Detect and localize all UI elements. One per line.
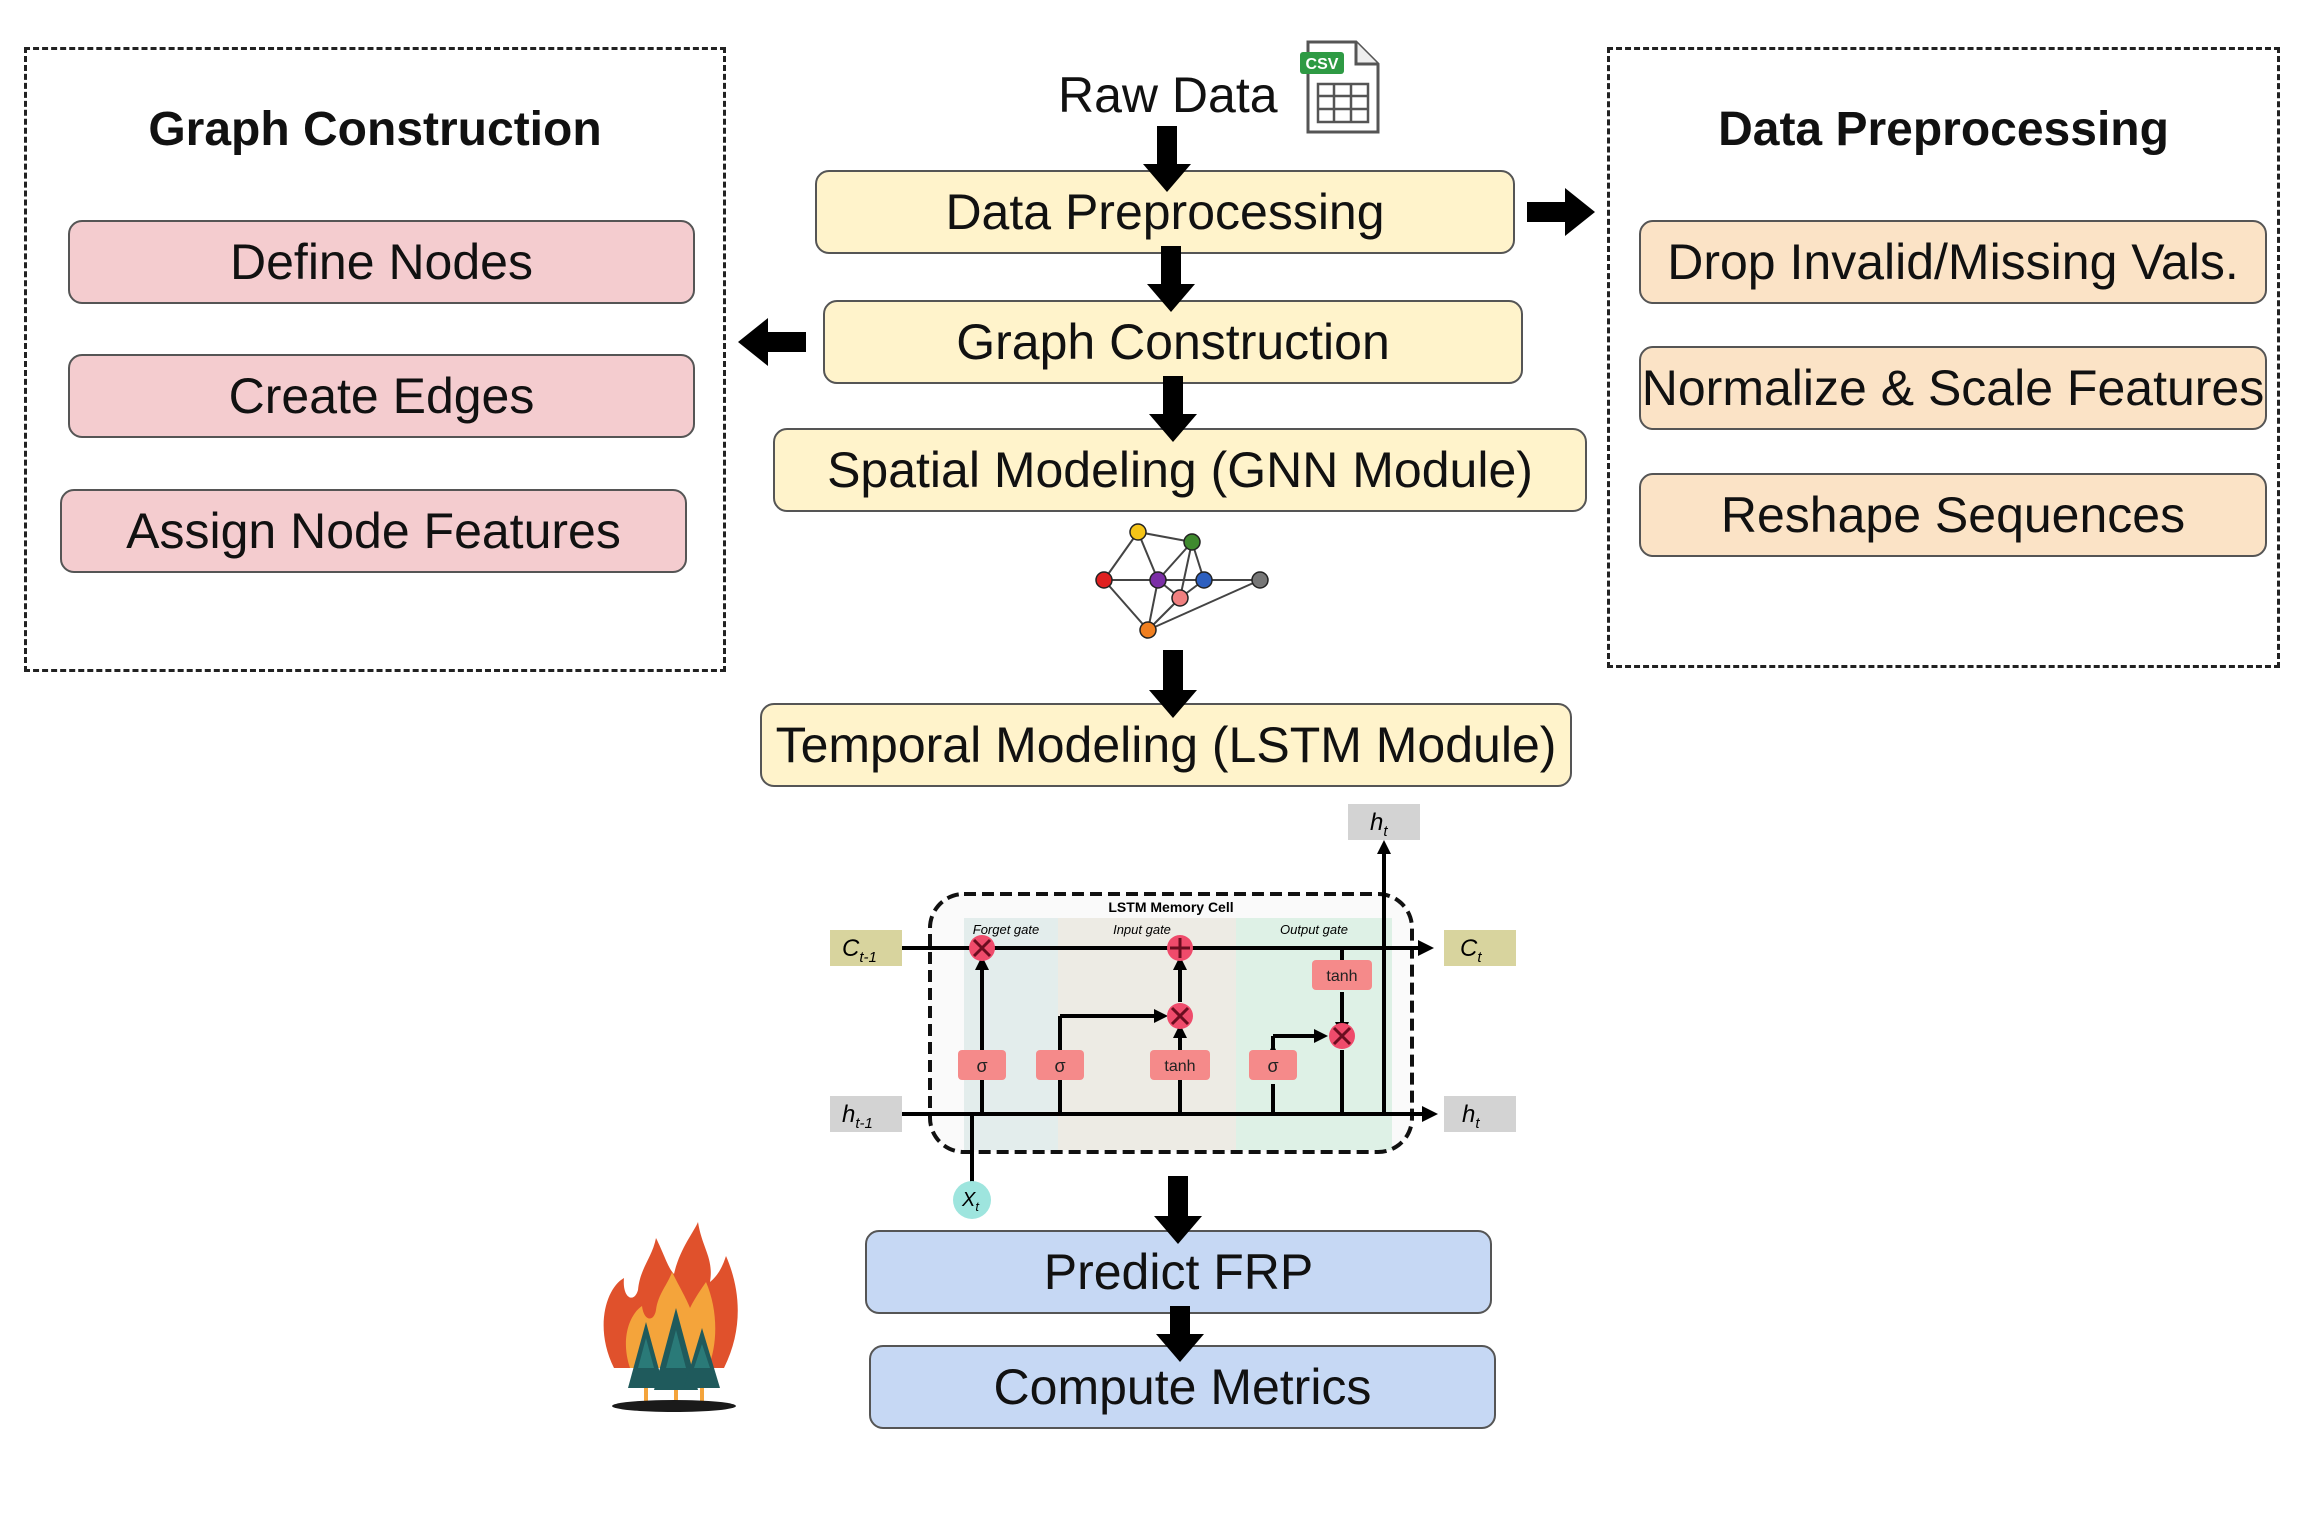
create-edges-box: Create Edges <box>68 354 695 438</box>
gnn-graph-icon <box>1095 523 1269 639</box>
compute-metrics-box: Compute Metrics <box>869 1345 1496 1429</box>
output-gate-label: Output gate <box>1280 922 1348 937</box>
assign-node-features-box: Assign Node Features <box>60 489 687 573</box>
input-multiply-op <box>1167 1003 1193 1029</box>
arrow-right-to-preprocessing-panel <box>1527 188 1595 236</box>
output-sigma-text: σ <box>1267 1056 1278 1076</box>
graph-node-pink <box>1171 589 1189 607</box>
raw-data-label: Raw Data <box>1058 67 1278 123</box>
lstm-cell-diagram: LSTM Memory Cell Forget gate Input gate … <box>830 804 1516 1219</box>
c-prev-label: Ct-1 <box>842 935 877 966</box>
reshape-sequences-box: Reshape Sequences <box>1639 473 2267 557</box>
h-top-label-box <box>1348 804 1420 840</box>
h-top-label: ht <box>1370 809 1388 840</box>
input-tanh-text: tanh <box>1164 1058 1195 1075</box>
csv-badge-text: CSV <box>1306 56 1339 73</box>
h-out-label: ht <box>1462 1101 1480 1132</box>
input-gate-label: Input gate <box>1113 922 1171 937</box>
arrow-left-to-graph-panel <box>738 318 806 366</box>
graph-node-red <box>1095 571 1113 589</box>
graph-node-orange <box>1139 621 1157 639</box>
input-tanh-block <box>1150 1050 1210 1080</box>
h-prev-label: ht-1 <box>842 1101 873 1132</box>
lstm-cell-title: LSTM Memory Cell <box>1108 899 1233 915</box>
input-sigma-text: σ <box>1054 1056 1065 1076</box>
graph-construction-box: Graph Construction <box>823 300 1523 384</box>
drop-invalid-box: Drop Invalid/Missing Vals. <box>1639 220 2267 304</box>
c-next-label-box <box>1444 930 1516 966</box>
forget-sigma-block <box>958 1050 1006 1080</box>
spatial-modeling-box: Spatial Modeling (GNN Module) <box>773 428 1587 512</box>
csv-file-icon: CSV <box>1300 40 1380 134</box>
graph-construction-panel: Graph Construction <box>24 47 726 672</box>
cell-add-op <box>1167 935 1193 961</box>
x-input-label: Xt <box>961 1189 980 1214</box>
graph-node-green <box>1183 533 1201 551</box>
arrow-down-preprocessing-to-graph <box>1147 246 1195 312</box>
input-gate-region <box>1058 918 1236 1150</box>
arrow-down-predict-to-metrics <box>1156 1306 1204 1362</box>
graph-node-blue <box>1195 571 1213 589</box>
temporal-modeling-box: Temporal Modeling (LSTM Module) <box>760 703 1572 787</box>
c-next-label: Ct <box>1460 935 1482 966</box>
h-prev-label-box <box>830 1096 902 1132</box>
arrow-down-gnn-to-temporal <box>1149 650 1197 718</box>
arrow-down-graph-to-spatial <box>1149 376 1197 442</box>
graph-node-purple <box>1149 571 1167 589</box>
wildfire-icon <box>603 1222 738 1412</box>
forget-multiply-op <box>969 935 995 961</box>
forget-sigma-text: σ <box>976 1056 987 1076</box>
data-preprocessing-panel: Data Preprocessing <box>1607 47 2280 668</box>
graph-node-gray <box>1251 571 1269 589</box>
c-prev-label-box <box>830 930 902 966</box>
predict-frp-box: Predict FRP <box>865 1230 1492 1314</box>
graph-construction-panel-title: Graph Construction <box>148 103 602 156</box>
output-tanh-text: tanh <box>1326 968 1357 985</box>
output-sigma-block <box>1249 1050 1297 1080</box>
forget-gate-label: Forget gate <box>973 922 1040 937</box>
input-sigma-block <box>1036 1050 1084 1080</box>
output-multiply-op <box>1329 1023 1355 1049</box>
data-preprocessing-panel-title: Data Preprocessing <box>1718 103 2169 156</box>
normalize-scale-box: Normalize & Scale Features <box>1639 346 2267 430</box>
graph-node-yellow <box>1129 523 1147 541</box>
h-out-label-box <box>1444 1096 1516 1132</box>
arrow-down-raw-to-preprocessing <box>1143 126 1191 192</box>
define-nodes-box: Define Nodes <box>68 220 695 304</box>
output-tanh-block <box>1312 960 1372 990</box>
x-input-node <box>953 1181 991 1219</box>
arrow-down-lstm-to-predict <box>1154 1176 1202 1244</box>
